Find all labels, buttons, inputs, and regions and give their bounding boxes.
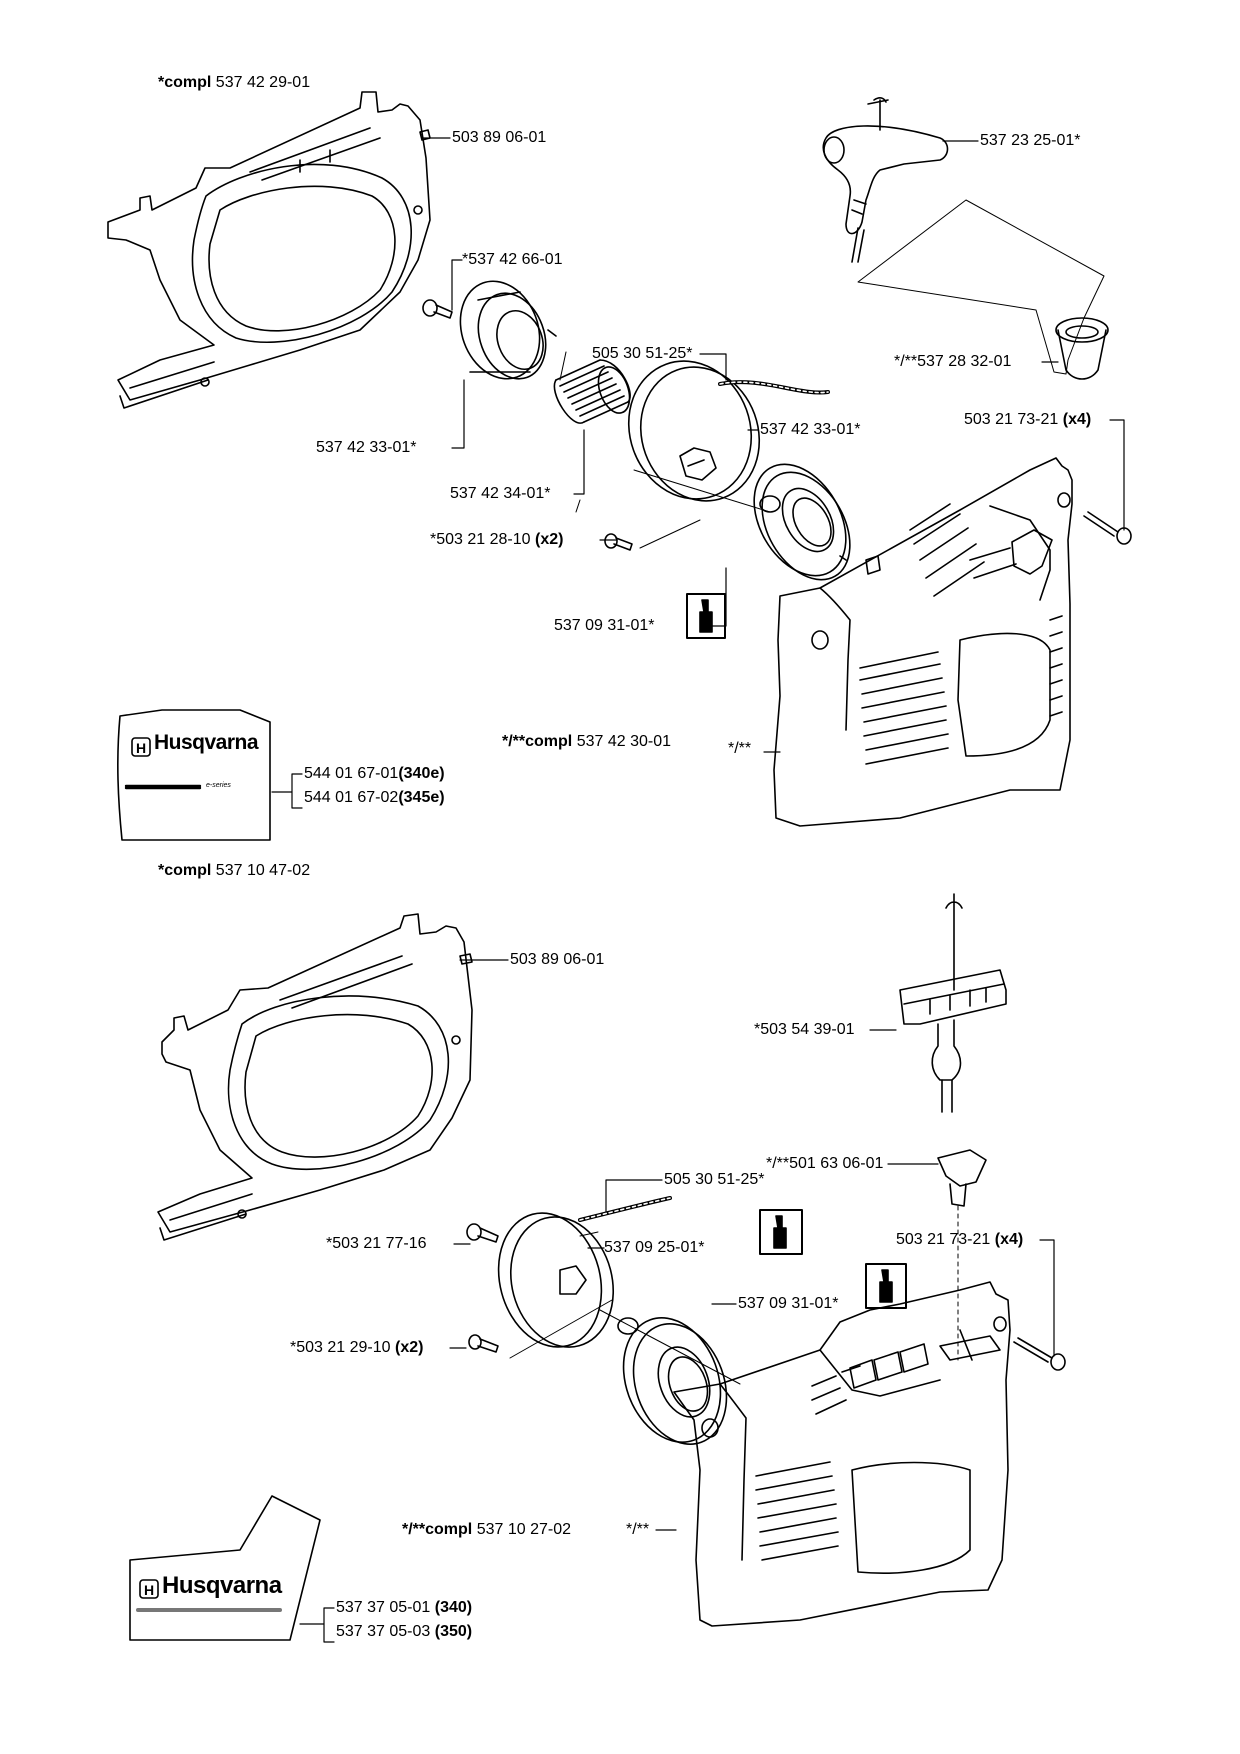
screw-x4-bottom xyxy=(1013,1337,1066,1371)
label-decal-a-top: 544 01 67-01(340e) xyxy=(304,765,445,782)
label-bushing-top: */**537 28 32-01 xyxy=(894,353,1012,370)
label-cover-ref-bottom: */** xyxy=(626,1521,650,1538)
label-screw-pulley-top: *537 42 66-01 xyxy=(462,251,563,268)
pulley-bottom xyxy=(497,1212,615,1348)
starter-cover-top xyxy=(773,457,1073,827)
top-section-title: *compl 537 42 29-01 xyxy=(158,74,311,91)
label-cover-compl-top: */**compl 537 42 30-01 xyxy=(502,733,672,750)
bottom-section-title: *compl 537 10 47-02 xyxy=(158,862,311,879)
spring-cassette-top xyxy=(753,463,851,581)
label-rope-top: 505 30 51-25* xyxy=(592,345,693,362)
wrench-info-icon xyxy=(759,1209,803,1255)
label-bushing-bottom: */**501 63 06-01 xyxy=(766,1155,884,1172)
label-housing-top: 503 89 06-01 xyxy=(452,129,547,146)
label-spring-top: 537 42 34-01* xyxy=(450,485,551,502)
label-cover-compl-bottom: */**compl 537 10 27-02 xyxy=(402,1521,572,1538)
screw-pulley-bottom xyxy=(466,1223,499,1243)
screw-x2-bottom xyxy=(468,1334,499,1353)
label-screws-x4-bottom: 503 21 73-21 (x4) xyxy=(896,1231,1024,1248)
recoil-spring-top xyxy=(553,359,631,424)
label-housing-bottom: 503 89 06-01 xyxy=(510,951,605,968)
starter-rope-bottom xyxy=(578,1196,672,1222)
label-screws-x2-top: *503 21 28-10 (x2) xyxy=(430,531,564,548)
starter-housing-top xyxy=(107,91,431,409)
husqvarna-logo-bottom: Husqvarna xyxy=(162,1572,282,1599)
pulley-left-top xyxy=(459,280,557,380)
husqvarna-logo-top: Husqvarna xyxy=(154,731,259,754)
label-decal-b-top: 544 01 67-02(345e) xyxy=(304,789,445,806)
label-pulley-bottom: 537 09 25-01* xyxy=(604,1239,705,1256)
label-screw-pulley-bottom: *503 21 77-16 xyxy=(326,1235,427,1252)
starter-rope-top xyxy=(718,380,830,395)
pulley-right-top xyxy=(627,360,761,502)
label-screws-x2-bottom: *503 21 29-10 (x2) xyxy=(290,1339,424,1356)
spring-cassette-bottom xyxy=(617,1317,728,1445)
label-handle-top: 537 23 25-01* xyxy=(980,132,1081,149)
decal-top: H xyxy=(117,709,271,841)
label-pulley-right-top: 537 42 33-01* xyxy=(760,421,861,438)
starter-housing-bottom xyxy=(157,913,473,1241)
label-pulley-left-top: 537 42 33-01* xyxy=(316,439,417,456)
rope-bushing-top xyxy=(1055,317,1109,380)
starter-cover-bottom xyxy=(673,1281,1011,1627)
svg-text:H: H xyxy=(136,740,146,756)
label-decal-a-bottom: 537 37 05-01 (340) xyxy=(336,1599,473,1616)
label-spring-cassette-bottom: 537 09 31-01* xyxy=(738,1295,839,1312)
label-cover-ref-top: */** xyxy=(728,740,752,757)
wrench-info-icon xyxy=(865,1263,907,1309)
label-rope-bottom: 505 30 51-25* xyxy=(664,1171,765,1188)
label-screws-x4-top: 503 21 73-21 (x4) xyxy=(964,411,1092,428)
label-handle-bottom: *503 54 39-01 xyxy=(754,1021,855,1038)
eseries-tagline: e-series xyxy=(206,782,231,789)
rope-bushing-bottom xyxy=(937,1149,987,1361)
decal-bottom: H xyxy=(129,1495,321,1641)
screw-x2-top xyxy=(604,533,633,551)
screw-top xyxy=(422,299,453,319)
starter-handle-top xyxy=(822,97,949,263)
wrench-info-icon xyxy=(686,593,726,639)
svg-text:H: H xyxy=(144,1582,154,1598)
starter-handle-bottom xyxy=(899,893,1007,1113)
label-spring-cassette-top: 537 09 31-01* xyxy=(554,617,655,634)
label-decal-b-bottom: 537 37 05-03 (350) xyxy=(336,1623,473,1640)
